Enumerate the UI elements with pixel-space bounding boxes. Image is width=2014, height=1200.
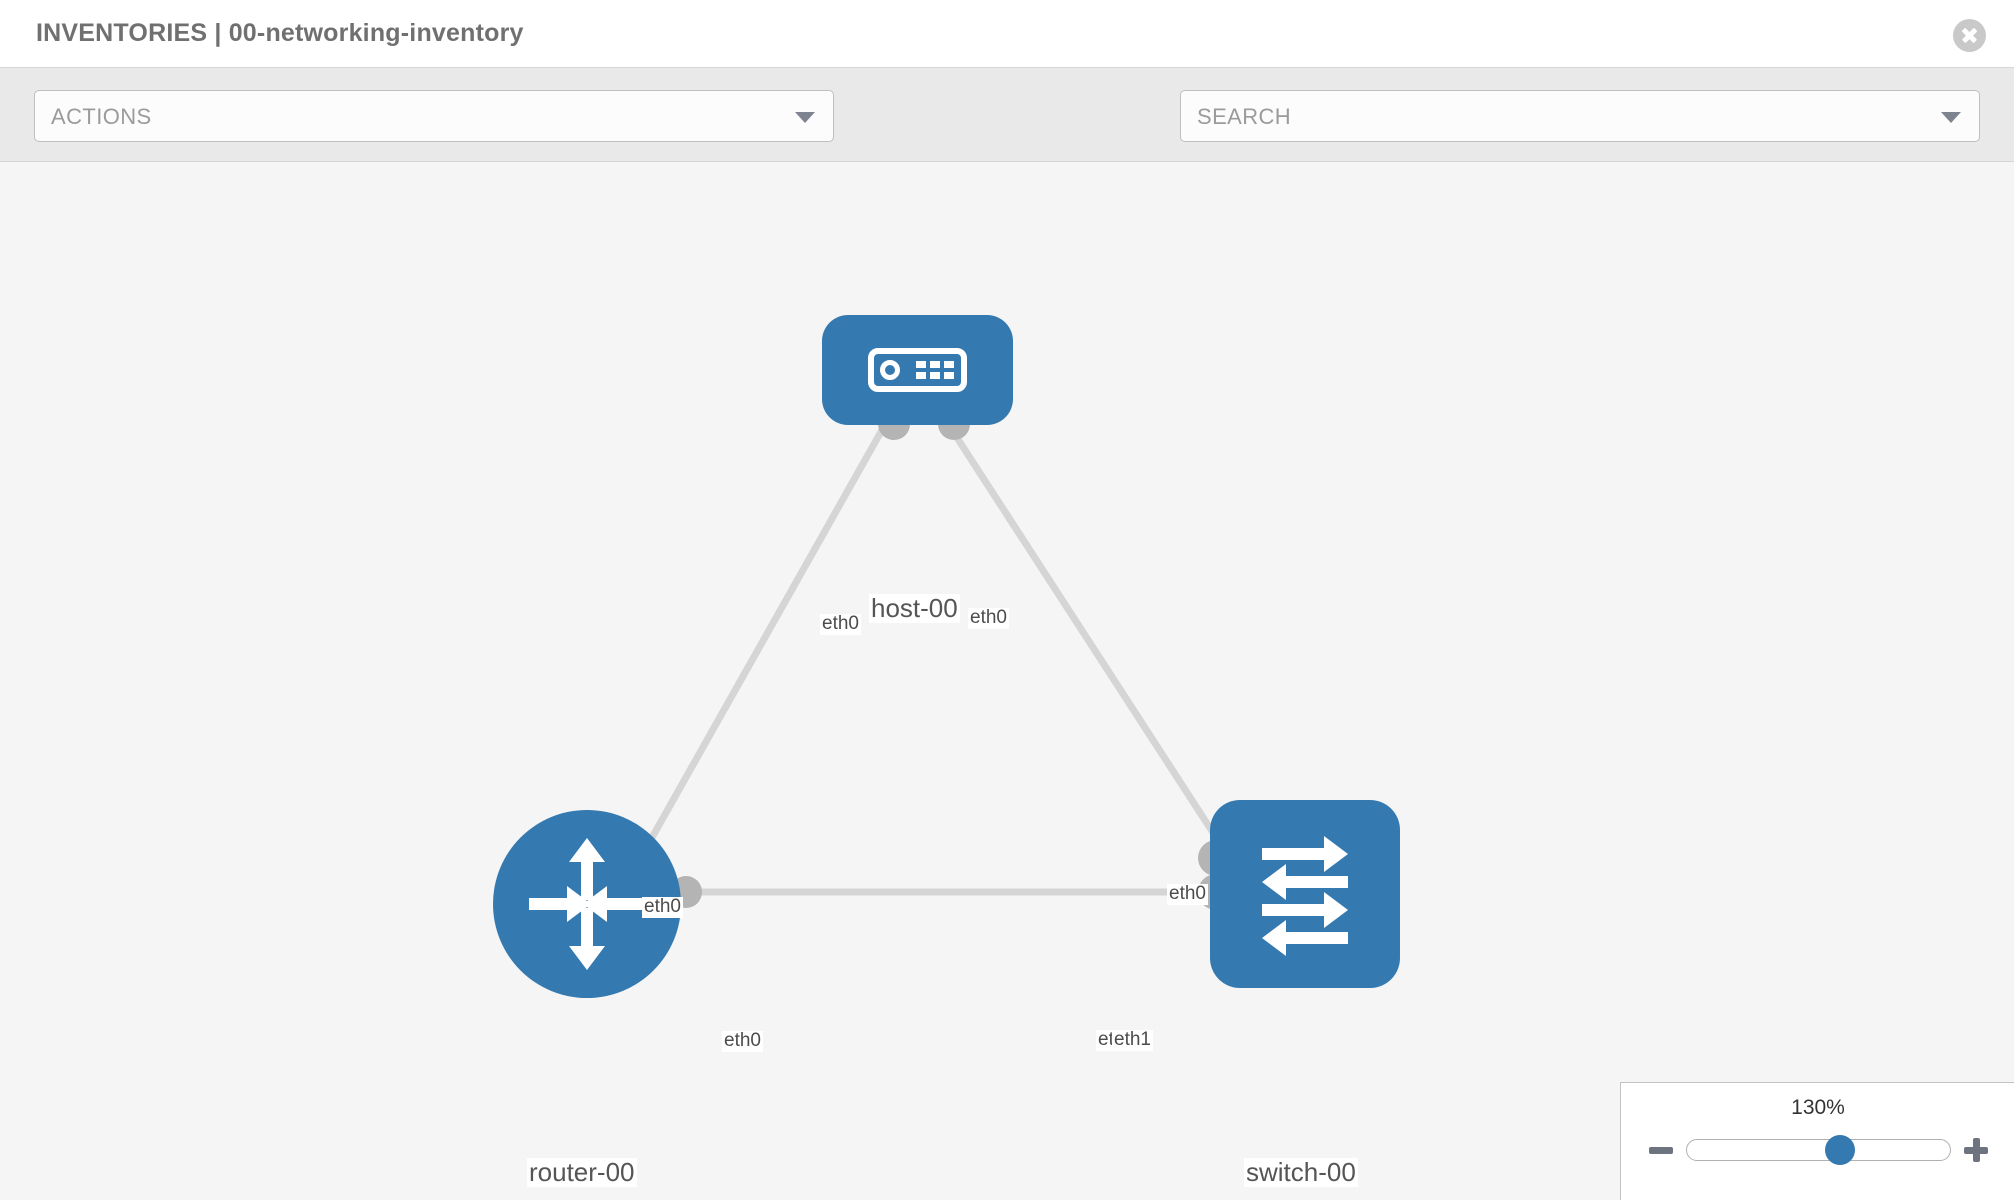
node-host-00-label: host-00 <box>869 593 960 624</box>
router-arrows-icon <box>529 838 645 970</box>
node-switch-00-shape <box>1210 800 1400 988</box>
node-router-00-label: router-00 <box>527 1157 637 1188</box>
topology-canvas[interactable]: host-00 router-00 <box>0 162 2014 1200</box>
header-bar: INVENTORIES | 00-networking-inventory <box>0 0 2014 68</box>
node-host-00-shape <box>822 315 1013 425</box>
page-title: INVENTORIES | 00-networking-inventory <box>36 19 524 47</box>
actions-dropdown[interactable]: ACTIONS <box>34 90 834 142</box>
chevron-down-icon <box>1941 112 1961 123</box>
minus-icon-stroke <box>1649 1147 1673 1154</box>
search-input-placeholder: SEARCH <box>1197 104 1292 129</box>
iface-label-switch00-uplink-eth0: eth0 <box>1167 883 1208 905</box>
iface-label-switch00-eth1: eth1 <box>1112 1029 1153 1051</box>
iface-label-host00-eth0-left: eth0 <box>820 613 861 635</box>
close-icon[interactable] <box>1953 19 1986 52</box>
plus-icon-stroke-v <box>1973 1138 1980 1162</box>
actions-dropdown-label: ACTIONS <box>51 104 152 129</box>
node-switch-00-label: switch-00 <box>1244 1157 1358 1188</box>
iface-label-host00-eth0-right: eth0 <box>968 607 1009 629</box>
zoom-slider[interactable] <box>1686 1135 1951 1165</box>
link-host00-router00[interactable] <box>624 428 886 882</box>
node-switch-00[interactable] <box>1210 800 1400 988</box>
zoom-level-label: 130% <box>1791 1096 1845 1119</box>
search-input[interactable]: SEARCH <box>1180 90 1980 142</box>
toolbar: ACTIONS SEARCH <box>0 68 2014 191</box>
zoom-slider-track[interactable] <box>1686 1139 1951 1161</box>
zoom-out-icon[interactable] <box>1649 1138 1673 1162</box>
iface-label-router00-uplink-eth0: eth0 <box>642 896 683 918</box>
iface-label-router00-eth0: eth0 <box>722 1030 763 1052</box>
switch-arrows-icon <box>1262 836 1348 956</box>
topology-links <box>624 428 1235 896</box>
chevron-down-icon <box>795 112 815 123</box>
link-host00-switch00[interactable] <box>949 428 1235 864</box>
zoom-control-panel: 130% <box>1620 1082 2014 1200</box>
server-device-icon <box>868 348 967 392</box>
zoom-in-icon[interactable] <box>1964 1138 1988 1162</box>
zoom-slider-thumb[interactable] <box>1825 1135 1855 1165</box>
node-host-00[interactable] <box>822 315 1013 425</box>
